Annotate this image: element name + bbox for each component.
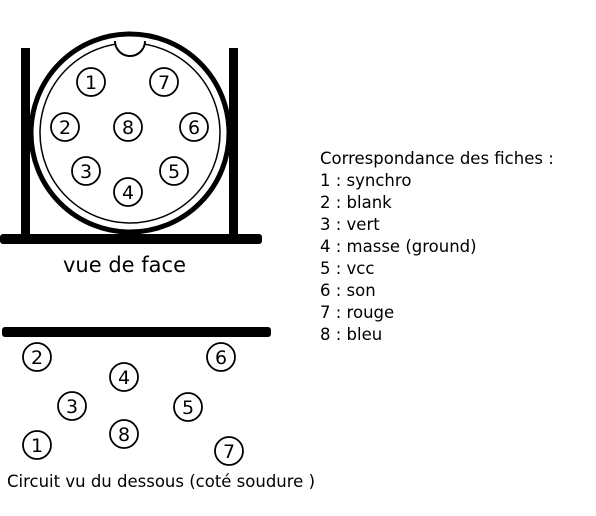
front-pin: 1 xyxy=(76,67,106,97)
svg-text:7: 7 xyxy=(158,72,170,94)
bottom-pin: 3 xyxy=(57,391,87,421)
legend-item: 2 : blank xyxy=(320,193,392,212)
bottom-pin: 1 xyxy=(22,430,52,460)
svg-text:4: 4 xyxy=(122,182,134,204)
legend-item: 4 : masse (ground) xyxy=(320,237,477,256)
legend-item: 6 : son xyxy=(320,281,376,300)
svg-text:2: 2 xyxy=(59,117,71,139)
svg-text:3: 3 xyxy=(80,161,92,183)
front-base-bar xyxy=(0,234,262,244)
legend-title: Correspondance des fiches : xyxy=(320,149,554,168)
bottom-pin: 8 xyxy=(109,419,139,449)
front-pin: 3 xyxy=(71,156,101,186)
svg-text:5: 5 xyxy=(182,397,194,419)
bottom-pin: 6 xyxy=(206,342,236,372)
front-view-caption: vue de face xyxy=(63,253,186,277)
svg-text:1: 1 xyxy=(85,72,97,94)
bottom-pin: 5 xyxy=(173,392,203,422)
svg-text:6: 6 xyxy=(188,117,200,139)
bottom-pin: 4 xyxy=(109,362,139,392)
pin-legend: Correspondance des fiches : 1 : synchro … xyxy=(320,148,554,346)
svg-text:8: 8 xyxy=(118,424,130,446)
svg-text:1: 1 xyxy=(31,435,43,457)
svg-text:6: 6 xyxy=(215,347,227,369)
svg-text:7: 7 xyxy=(223,441,235,463)
legend-item: 1 : synchro xyxy=(320,171,412,190)
front-left-post xyxy=(21,48,30,238)
svg-text:3: 3 xyxy=(66,396,78,418)
legend-item: 5 : vcc xyxy=(320,259,375,278)
svg-text:8: 8 xyxy=(122,117,134,139)
front-pin: 6 xyxy=(179,112,209,142)
connector-key-notch xyxy=(114,40,146,57)
legend-item: 8 : bleu xyxy=(320,325,383,344)
bottom-view-caption: Circuit vu du dessous (coté soudure ) xyxy=(7,472,315,491)
front-pin: 7 xyxy=(149,67,179,97)
bottom-view: 2 6 4 3 5 8 1 7 Circuit vu du xyxy=(2,327,315,491)
front-pin: 4 xyxy=(113,177,143,207)
legend-item: 7 : rouge xyxy=(320,303,395,322)
front-pin: 5 xyxy=(159,156,189,186)
svg-text:5: 5 xyxy=(168,161,180,183)
front-pin: 2 xyxy=(50,112,80,142)
bottom-pin: 2 xyxy=(22,342,52,372)
bottom-pin: 7 xyxy=(214,436,244,466)
legend-item: 3 : vert xyxy=(320,215,380,234)
front-pin: 8 xyxy=(113,112,143,142)
front-right-post xyxy=(229,48,238,238)
front-view: 1 7 2 8 6 3 5 4 vue de face xyxy=(0,31,262,277)
svg-text:4: 4 xyxy=(118,367,130,389)
svg-text:2: 2 xyxy=(31,347,43,369)
bottom-board-bar xyxy=(2,327,271,337)
